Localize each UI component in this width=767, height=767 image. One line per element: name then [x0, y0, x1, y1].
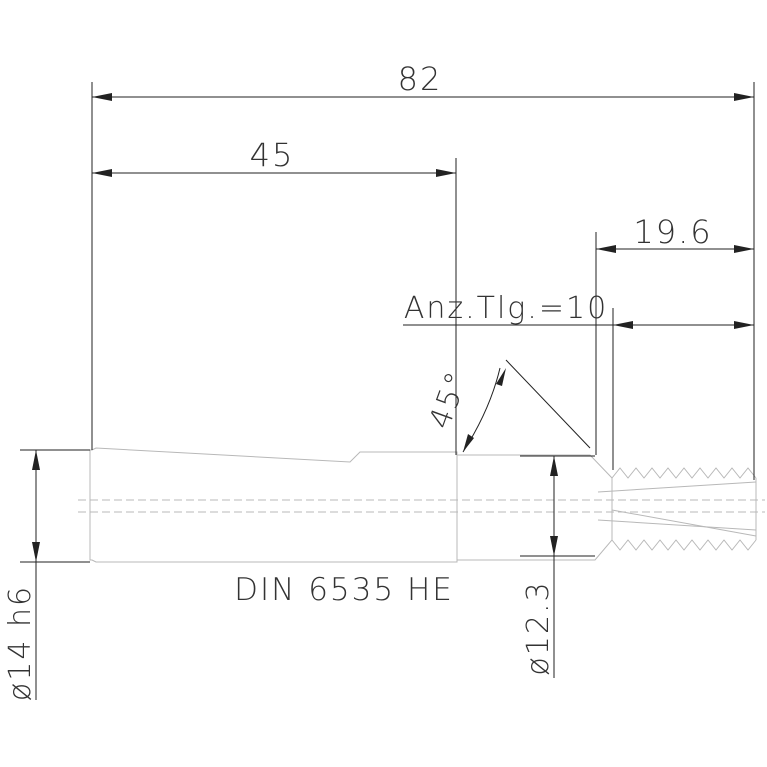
dimension-lines — [20, 82, 755, 700]
teeth-count-label: Anz.Tlg.=10 — [404, 291, 608, 326]
neck-diameter-label: ø12.3 — [521, 580, 556, 675]
shank-standard-label: DIN 6535 HE — [234, 572, 454, 608]
shank-length-label: 45 — [250, 136, 295, 174]
thread-length-label: 19.6 — [633, 213, 712, 251]
chamfer-angle-label: 45° — [423, 366, 476, 434]
shank-diameter-label: ø14 h6 — [3, 585, 38, 701]
overall-length-label: 82 — [398, 60, 443, 98]
part-outline — [78, 447, 765, 563]
